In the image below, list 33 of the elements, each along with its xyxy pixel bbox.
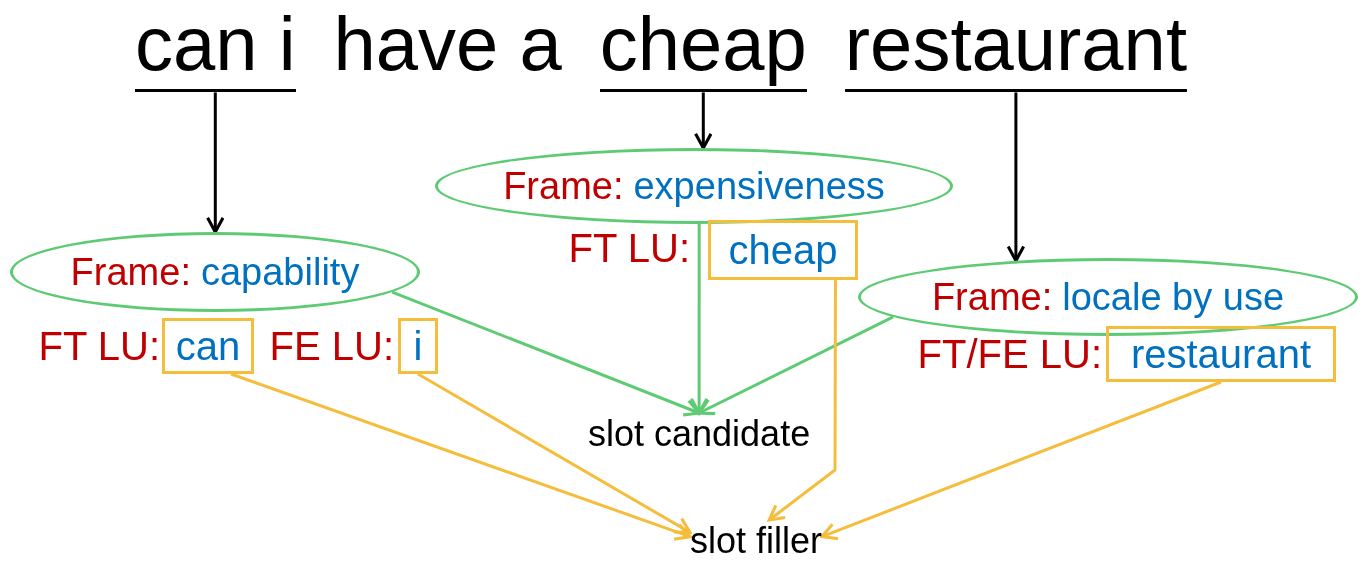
arrow <box>230 372 692 541</box>
frame-label: Frame: <box>931 275 1053 319</box>
arrow <box>391 290 701 417</box>
lexical-unit-box: can <box>162 318 254 374</box>
lu-type-label: FT LU: <box>568 228 690 268</box>
arrow <box>820 380 1222 541</box>
lexical-unit-box: i <box>398 318 438 374</box>
arrow <box>206 92 225 234</box>
lu-type-label: FE LU: <box>269 326 394 366</box>
arrow <box>767 280 837 522</box>
slot-label: slot filler <box>690 520 823 562</box>
frame-label: Frame: <box>70 250 191 294</box>
underlined-word: can i <box>135 0 296 93</box>
slot-label: slot candidate <box>588 413 811 455</box>
frame-ellipse <box>10 232 420 312</box>
frame-name: expensiveness <box>633 164 885 208</box>
arrow <box>689 224 709 415</box>
lexical-unit-box: restaurant <box>1106 326 1336 382</box>
underlined-word: cheap <box>599 0 807 93</box>
frame-ellipse <box>435 148 953 224</box>
arrow <box>1006 92 1026 263</box>
arrow <box>697 315 894 416</box>
sentence-word: have a <box>333 0 562 88</box>
underlined-word: restaurant <box>844 0 1187 93</box>
frame-name: locale by use <box>1062 275 1285 319</box>
lexical-unit-box: cheap <box>708 220 858 280</box>
lu-type-label: FT LU: <box>38 326 160 366</box>
frame-label: Frame: <box>503 164 624 208</box>
frame-ellipse <box>858 258 1358 336</box>
frame-name: capability <box>200 250 360 294</box>
arrow <box>694 92 713 150</box>
arrow <box>417 372 692 534</box>
lu-type-label: FT/FE LU: <box>917 334 1102 374</box>
